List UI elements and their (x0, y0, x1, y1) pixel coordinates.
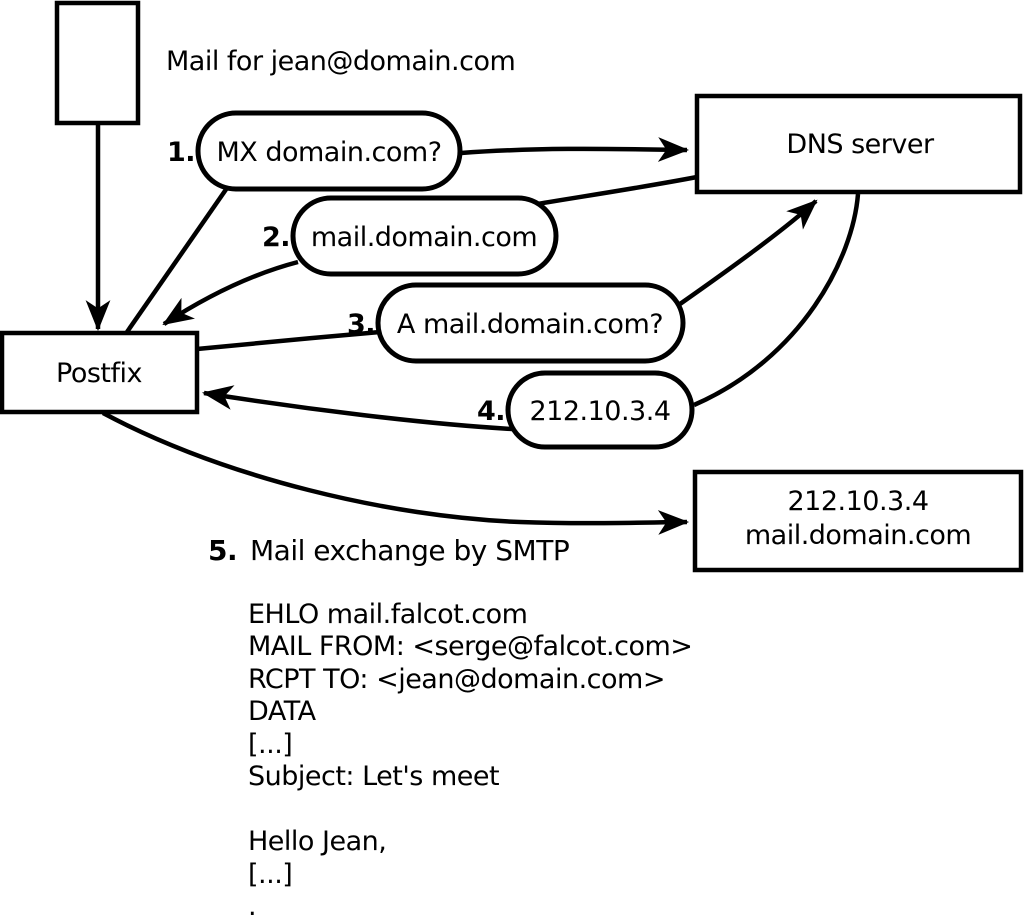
step-1-bubble (195, 110, 463, 192)
postfix-node-label: Postfix (56, 358, 142, 389)
step-2-bubble (290, 195, 559, 277)
step-4-label: 212.10.3.4 (530, 396, 671, 427)
step-1-number: 1. (167, 137, 195, 168)
arrow-query3-to-dns (678, 199, 818, 306)
mail-server-ip-label: 212.10.3.4 (788, 486, 929, 517)
step-4-number: 4. (477, 396, 505, 427)
smtp-line: [...] (248, 729, 292, 760)
smtp-line: Hello Jean, (248, 826, 386, 857)
arrow-postfix-to-mailserver (101, 411, 690, 535)
line-dns-to-response2 (536, 174, 698, 207)
arrow-query1-to-dns (460, 137, 690, 162)
step-3-label: A mail.domain.com? (397, 309, 663, 340)
line-postfix-to-query3 (196, 329, 381, 352)
arrow-response2-to-postfix (162, 259, 299, 326)
step-3-number: 3. (347, 309, 375, 340)
smtp-line: EHLO mail.falcot.com (248, 599, 527, 630)
mail-server-host-label: mail.domain.com (745, 520, 971, 551)
step-5-number: 5. (208, 534, 237, 567)
mail-server-node (692, 469, 1024, 573)
postfix-node (0, 330, 200, 415)
step-1-label: MX domain.com? (216, 137, 441, 168)
arrow-response4-to-postfix (201, 385, 513, 432)
smtp-line: RCPT TO: <jean@domain.com> (248, 664, 665, 695)
smtp-line: Subject: Let's meet (248, 761, 499, 792)
line-dns-to-response4 (693, 193, 861, 408)
step-2-label: mail.domain.com (311, 222, 537, 253)
smtp-line: . (248, 891, 256, 919)
smtp-line: DATA (248, 696, 317, 727)
step-5-label: Mail exchange by SMTP (250, 534, 569, 567)
mail-title: Mail for jean@domain.com (166, 46, 515, 77)
step-3-bubble (375, 282, 686, 364)
dns-server-node-label: DNS server (786, 129, 935, 160)
dns-server-node (694, 93, 1023, 195)
mail-message-node (54, 0, 141, 126)
smtp-line: MAIL FROM: <serge@falcot.com> (248, 631, 692, 662)
step-2-number: 2. (262, 222, 290, 253)
step-4-bubble (505, 370, 695, 450)
smtp-line: [...] (248, 859, 292, 890)
line-postfix-to-query1 (125, 186, 229, 334)
